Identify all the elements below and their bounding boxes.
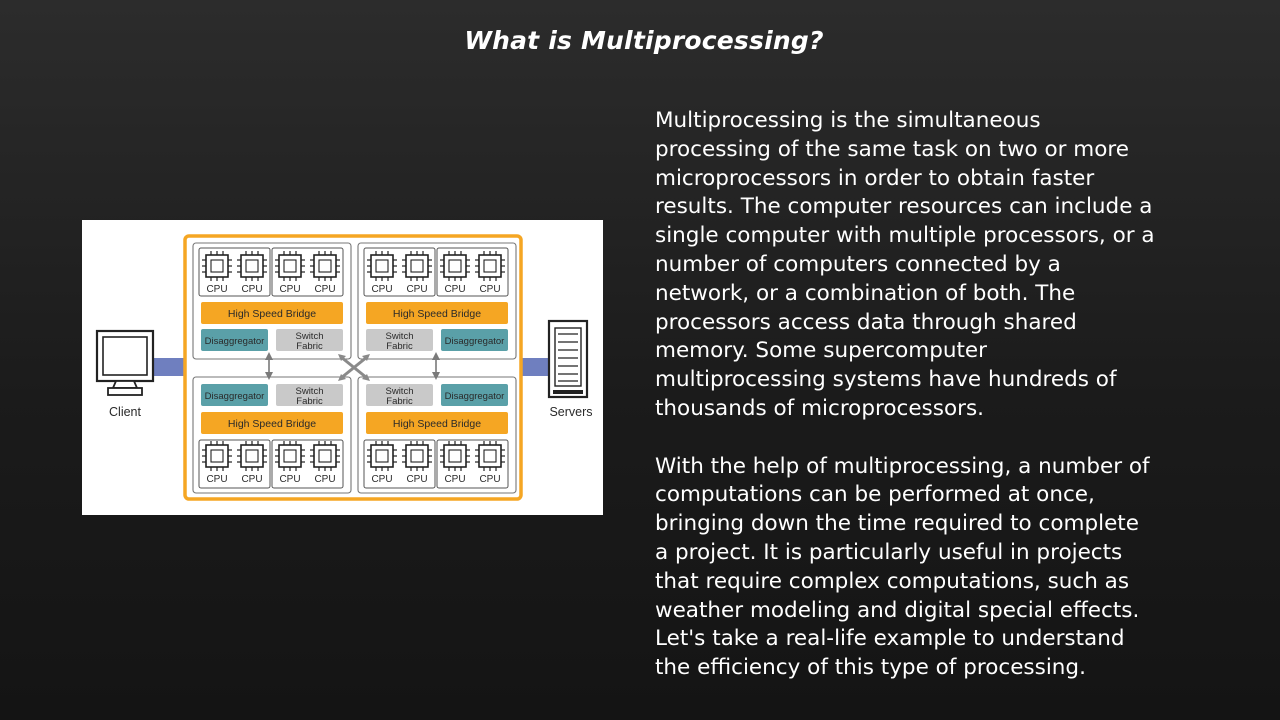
cpu-label: CPU <box>406 474 427 485</box>
disaggregator-block <box>441 384 508 406</box>
disaggregator-label: Disaggregator <box>205 391 265 402</box>
cpu-chip-icon <box>440 251 470 281</box>
cpu-label: CPU <box>241 474 262 485</box>
cpu-label: CPU <box>479 474 500 485</box>
disaggregator-label: Disaggregator <box>205 336 265 347</box>
cpu-label: CPU <box>371 284 392 295</box>
bridge-label: High Speed Bridge <box>228 418 316 430</box>
fabric-label: Fabric <box>386 341 413 352</box>
cpu-pair: CPU CPU <box>363 439 436 489</box>
node-top-right: CPU CPU CPU CPU High Speed BridgeSwitchFabri… <box>357 242 517 360</box>
cpu-pair: CPU CPU <box>436 439 509 489</box>
cpu-chip-icon <box>202 251 232 281</box>
server-rack-icon <box>547 319 589 399</box>
disaggregator-block <box>201 329 268 351</box>
cpu-label: CPU <box>444 284 465 295</box>
fabric-label: Fabric <box>296 396 323 407</box>
switch-label: Switch <box>296 386 324 397</box>
disaggregator-block <box>201 384 268 406</box>
cpu-chip-icon <box>402 251 432 281</box>
cpu-label: CPU <box>479 284 500 295</box>
cross-connect-icon <box>338 354 370 381</box>
cpu-chip-icon <box>310 251 340 281</box>
cpu-label: CPU <box>206 284 227 295</box>
client-label: Client <box>109 405 141 419</box>
cpu-chip-icon <box>202 441 232 471</box>
switch-label: Switch <box>386 386 414 397</box>
cpu-label: CPU <box>314 284 335 295</box>
fabric-label: Fabric <box>386 396 413 407</box>
cpu-label: CPU <box>314 474 335 485</box>
client-monitor-icon <box>95 329 155 396</box>
cpu-chip-icon <box>475 251 505 281</box>
switch-fabric-block <box>276 384 343 406</box>
cpu-pair: CPU CPU <box>198 247 271 297</box>
bridge-label: High Speed Bridge <box>393 418 481 430</box>
cpu-chip-icon <box>237 251 267 281</box>
node-top-left: CPU CPU CPU CPU High Speed BridgeDisaggregat… <box>192 242 352 360</box>
switch-fabric-block <box>366 329 433 351</box>
cpu-label: CPU <box>279 474 300 485</box>
cpu-chip-icon <box>440 441 470 471</box>
high-speed-bridge <box>366 302 508 324</box>
cpu-pair: CPU CPU <box>271 247 344 297</box>
cpu-chip-icon <box>367 441 397 471</box>
cpu-label: CPU <box>406 284 427 295</box>
paragraph-definition: Multiprocessing is the simultaneous proc… <box>655 108 1155 421</box>
cpu-chip-icon <box>275 251 305 281</box>
cpu-chip-icon <box>402 441 432 471</box>
cpu-chip-icon <box>475 441 505 471</box>
cpu-label: CPU <box>444 474 465 485</box>
cpu-label: CPU <box>279 284 300 295</box>
disaggregator-label: Disaggregator <box>445 391 505 402</box>
disaggregator-block <box>441 329 508 351</box>
switch-fabric-block <box>366 384 433 406</box>
cpu-pair: CPU CPU <box>271 439 344 489</box>
high-speed-bridge <box>201 412 343 434</box>
disaggregator-label: Disaggregator <box>445 336 505 347</box>
cpu-pair: CPU CPU <box>198 439 271 489</box>
switch-fabric-block <box>276 329 343 351</box>
servers-link <box>520 358 552 376</box>
cpu-chip-icon <box>275 441 305 471</box>
bridge-label: High Speed Bridge <box>393 308 481 320</box>
high-speed-bridge <box>201 302 343 324</box>
client-link <box>154 358 186 376</box>
cpu-chip-icon <box>310 441 340 471</box>
description: Multiprocessing is the simultaneous proc… <box>655 107 1230 683</box>
cpu-pair: CPU CPU <box>363 247 436 297</box>
switch-label: Switch <box>386 331 414 342</box>
bridge-label: High Speed Bridge <box>228 308 316 320</box>
servers-label: Servers <box>549 405 592 419</box>
cpu-chip-icon <box>237 441 267 471</box>
cpu-pair: CPU CPU <box>436 247 509 297</box>
slide-title: What is Multiprocessing? <box>464 26 824 55</box>
high-speed-bridge <box>366 412 508 434</box>
fabric-label: Fabric <box>296 341 323 352</box>
cpu-chip-icon <box>367 251 397 281</box>
cpu-label: CPU <box>241 284 262 295</box>
cpu-label: CPU <box>206 474 227 485</box>
cpu-label: CPU <box>371 474 392 485</box>
paragraph-benefits: With the help of multiprocessing, a numb… <box>655 453 1150 681</box>
switch-label: Switch <box>296 331 324 342</box>
